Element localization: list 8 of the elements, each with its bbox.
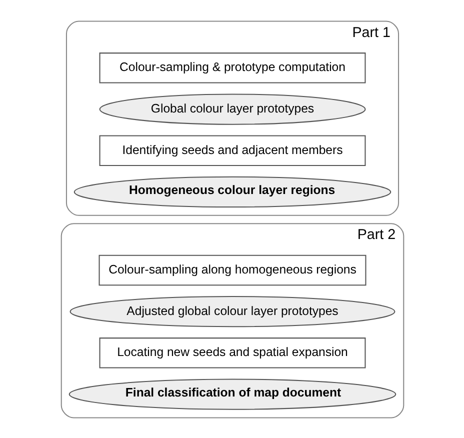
node-box: Identifying seeds and adjacent members (98, 134, 366, 166)
node-ellipse: Homogeneous colour layer regions (73, 176, 391, 208)
node-box: Locating new seeds and spatial expansion (98, 337, 366, 368)
node-box: Colour-sampling & prototype computation (98, 52, 366, 83)
node-box: Colour-sampling along homogeneous regions (98, 254, 366, 286)
node-ellipse: Adjusted global colour layer prototypes (69, 296, 395, 327)
node-ellipse: Final classification of map document (68, 378, 396, 410)
node-ellipse: Global colour layer prototypes (98, 93, 366, 124)
